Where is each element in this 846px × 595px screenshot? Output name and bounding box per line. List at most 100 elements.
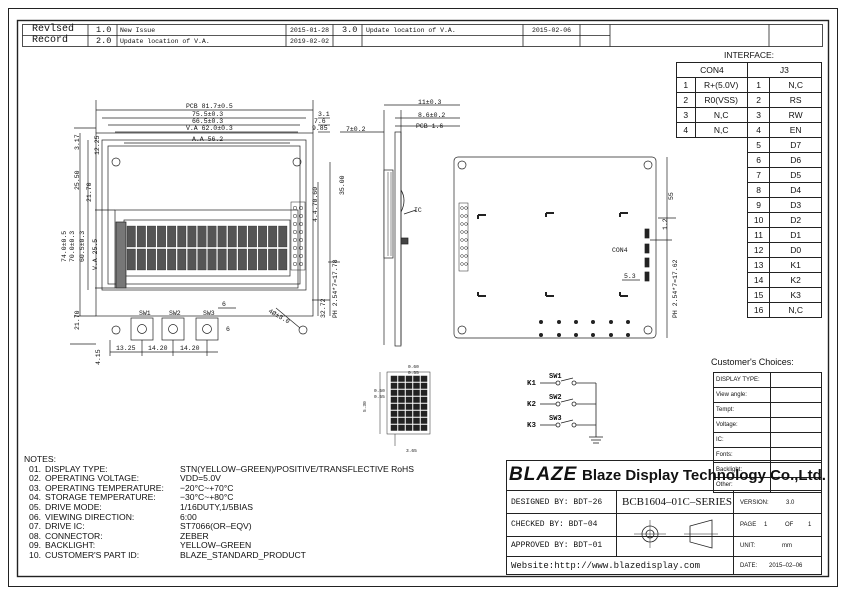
j3-pin: 13 bbox=[746, 257, 771, 273]
lcd-char-cell bbox=[207, 248, 217, 271]
back-pad bbox=[539, 320, 543, 324]
note-label: DRIVE MODE: bbox=[45, 501, 102, 512]
dim-sw-5: 6 bbox=[226, 326, 230, 333]
lcd-char-cell bbox=[278, 248, 288, 271]
j3-signal: D6 bbox=[769, 152, 822, 168]
choice-value[interactable] bbox=[770, 417, 822, 433]
char-detail-dot bbox=[398, 403, 405, 410]
con4-signal bbox=[695, 258, 747, 273]
j3-pin: 14 bbox=[746, 272, 771, 288]
dim-left-7: 60.5±0.3 bbox=[79, 231, 86, 262]
back-pad bbox=[557, 320, 561, 324]
back-header-pin bbox=[460, 254, 464, 258]
lcd-character-grid bbox=[126, 205, 304, 271]
website: Website:http://www.blazedisplay.com bbox=[511, 561, 701, 571]
lcd-char-cell bbox=[157, 225, 166, 248]
note-item: 03.OPERATING TEMPERATURE:−20°C~+70°C bbox=[24, 482, 414, 494]
char-detail-dot bbox=[398, 396, 405, 403]
back-header-pin bbox=[464, 238, 468, 242]
back-header-pin bbox=[460, 214, 464, 218]
lcd-char-cell bbox=[227, 248, 237, 271]
circuit-sw2: SW2 bbox=[549, 394, 562, 402]
choice-row: IC: bbox=[713, 432, 822, 448]
dim-left-6: 70.0±0.3 bbox=[69, 231, 76, 262]
back-pad bbox=[574, 320, 578, 324]
date-value: 2015–02–06 bbox=[769, 563, 803, 569]
note-value: ZEBER bbox=[180, 530, 209, 541]
note-number: 10. bbox=[29, 549, 41, 560]
con4-pin bbox=[677, 288, 696, 303]
back-header-pin bbox=[460, 206, 464, 210]
con4-pin bbox=[677, 303, 696, 318]
con4-signal: N,C bbox=[694, 122, 748, 138]
dim-left-9: 21.70 bbox=[74, 310, 81, 330]
note-number: 04. bbox=[29, 492, 41, 503]
page-label: PAGE bbox=[740, 522, 757, 528]
dim-right-c: 32.72 bbox=[320, 298, 327, 318]
char-detail-dot bbox=[398, 382, 405, 389]
sw2-button bbox=[168, 324, 178, 334]
header-pin bbox=[292, 221, 298, 227]
note-item: 01.DISPLAY TYPE:STN(YELLOW–GREEN)/POSITI… bbox=[24, 463, 414, 475]
lcd-char-cell bbox=[136, 248, 146, 271]
back-pad bbox=[539, 333, 543, 337]
header-pin bbox=[298, 221, 304, 227]
note-label: DISPLAY TYPE: bbox=[45, 463, 108, 474]
back-header-pin bbox=[464, 246, 468, 250]
dim-side-2: 8.6±0.2 bbox=[418, 112, 445, 119]
choice-value[interactable] bbox=[770, 372, 822, 388]
char-detail-dot bbox=[398, 389, 405, 396]
version-value: 3.0 bbox=[786, 500, 795, 506]
designed-by: DESIGNED BY: BDT–26 bbox=[511, 498, 603, 507]
rev-header-revised: Revlsed bbox=[32, 24, 75, 35]
char-detail-dot bbox=[420, 375, 428, 382]
j3-signal: K3 bbox=[769, 287, 822, 303]
char-dim-6: 3.65 bbox=[406, 448, 417, 454]
sw3-body bbox=[195, 317, 219, 341]
header-pin bbox=[298, 261, 304, 267]
sw1-button bbox=[137, 324, 147, 334]
mount-hole-tr bbox=[292, 157, 302, 167]
char-detail-dot bbox=[413, 382, 420, 389]
back-header-pin bbox=[464, 230, 468, 234]
char-detail-dot bbox=[405, 396, 413, 403]
char-detail-dot bbox=[390, 403, 398, 410]
header-pin bbox=[292, 205, 298, 211]
char-detail-dot bbox=[420, 424, 428, 431]
choice-value[interactable] bbox=[770, 447, 822, 463]
lcd-char-cell bbox=[147, 248, 156, 271]
choice-value[interactable] bbox=[770, 477, 822, 493]
checked-by: CHECKED BY: BDT–04 bbox=[511, 520, 598, 529]
con4-signal bbox=[695, 198, 747, 213]
note-value: 1/16DUTY,1/5BIAS bbox=[180, 501, 253, 512]
choice-value[interactable] bbox=[770, 432, 822, 448]
con4-pin: 4 bbox=[676, 122, 696, 138]
note-number: 06. bbox=[29, 511, 41, 522]
char-detail-dot bbox=[390, 410, 398, 417]
note-value: −20°C~+70°C bbox=[180, 482, 234, 493]
circuit-sw3: SW3 bbox=[549, 415, 562, 423]
choice-value[interactable] bbox=[770, 387, 822, 403]
choice-label: DISPLAY TYPE: bbox=[713, 372, 771, 388]
choice-value[interactable] bbox=[770, 402, 822, 418]
dim-sw-2: 14.20 bbox=[148, 345, 168, 352]
date-label: DATE: bbox=[740, 563, 758, 569]
note-number: 08. bbox=[29, 530, 41, 541]
dim-right-2: 7.6 bbox=[314, 118, 326, 125]
lcd-char-cell bbox=[217, 225, 227, 248]
lcd-char-cell bbox=[237, 225, 247, 248]
zebra-connector bbox=[115, 221, 127, 289]
note-item: 02.OPERATING VOLTAGE:VDD=5.0V bbox=[24, 474, 414, 484]
lcd-char-cell bbox=[136, 225, 146, 248]
note-label: OPERATING TEMPERATURE: bbox=[45, 482, 164, 493]
sw2-body bbox=[161, 317, 185, 341]
header-pin bbox=[292, 253, 298, 259]
char-detail-dot bbox=[405, 410, 413, 417]
sw3-button bbox=[202, 324, 212, 334]
rev-desc-2: Update location of V.A. bbox=[120, 38, 210, 45]
